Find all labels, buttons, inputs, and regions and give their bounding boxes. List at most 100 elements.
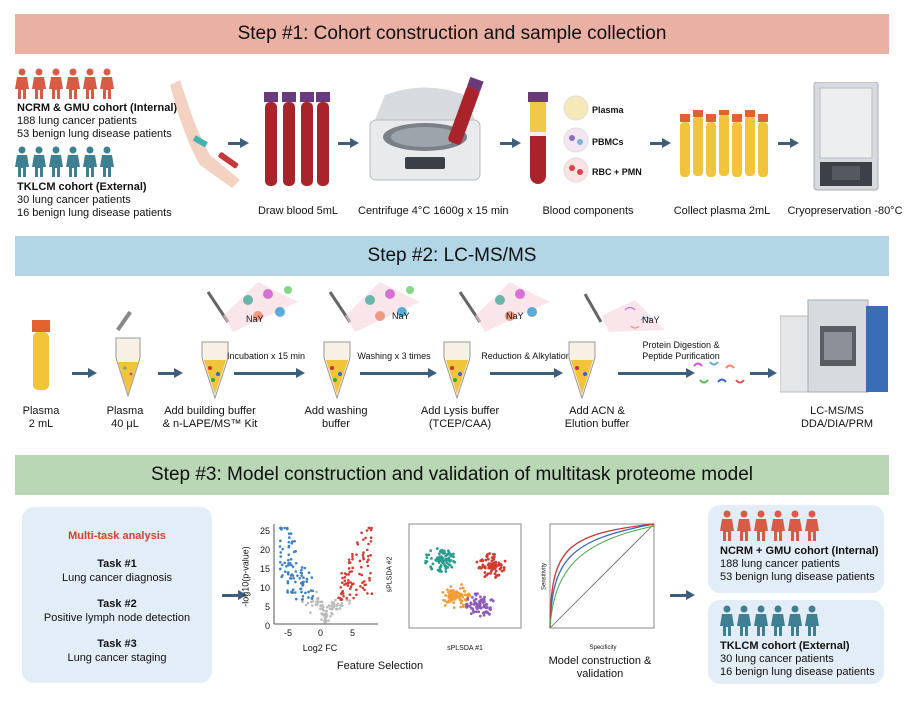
internal-cohort-people-icon <box>15 68 114 99</box>
volcano-point <box>293 539 296 543</box>
plsda-point <box>494 576 497 579</box>
task-3-title: Task #3 <box>97 638 137 650</box>
volcano-point <box>360 531 363 535</box>
volcano-point <box>315 597 319 600</box>
plsda-point <box>483 566 487 570</box>
plsda-point <box>497 573 501 577</box>
blood-components-icon <box>528 92 589 184</box>
volcano-point <box>322 608 325 612</box>
pbmcs-component-label: PBMCs <box>592 137 624 147</box>
digestion-line1: Protein Digestion & <box>642 340 720 350</box>
plsda-point <box>474 597 478 601</box>
plsda-xlabel: sPLSDA #1 <box>447 645 483 652</box>
volcano-point <box>362 557 366 561</box>
flow-arrow <box>234 368 305 378</box>
building-buffer-label: Add building buffer & n-LAPE/MS™ Kit <box>160 405 260 431</box>
plsda-point <box>497 561 501 565</box>
volcano-point <box>355 588 358 592</box>
plsda-point <box>452 559 455 563</box>
centrifuge-label: Centrifuge 4°C 1600g x 15 min <box>358 205 509 217</box>
volcano-point <box>348 599 351 602</box>
volcano-point <box>304 591 307 595</box>
volcano-point <box>362 538 365 541</box>
volcano-point <box>300 568 303 572</box>
external-cohort-line2: 16 benign lung disease patients <box>17 207 172 219</box>
plsda-ylabel: sPLSDA #2 <box>386 556 394 593</box>
plsda-point <box>477 610 481 614</box>
ytick: 10 <box>259 583 270 593</box>
volcano-point <box>351 566 354 570</box>
volcano-point <box>365 548 369 552</box>
plsda-point <box>469 601 473 605</box>
volcano-point <box>362 551 365 554</box>
plsda-point <box>442 549 446 553</box>
volcano-point <box>298 577 302 580</box>
volcano-point <box>338 607 342 610</box>
task-2: Task #2 Positive lymph node detection <box>22 597 212 625</box>
volcano-point <box>363 588 366 592</box>
plsda-point <box>479 598 483 602</box>
volcano-point <box>294 570 298 573</box>
volcano-point <box>369 553 372 557</box>
plsda-point <box>425 556 429 559</box>
nay-label-2: NaY <box>392 311 410 321</box>
lcms-label: LC-MS/MS DDA/DIA/PRM <box>792 405 882 431</box>
plsda-point <box>465 605 469 609</box>
plsda-point <box>492 552 495 556</box>
plasma-2ml-line2: 2 mL <box>28 418 54 430</box>
volcano-point <box>281 547 284 551</box>
plsda-point <box>469 612 473 616</box>
external-validation-text: TKLCM cohort (External) 30 lung cancer p… <box>720 640 875 679</box>
plsda-point <box>483 600 486 604</box>
volcano-point <box>334 607 338 611</box>
volcano-point <box>328 607 332 610</box>
volcano-point <box>323 620 327 624</box>
plasma-2ml-line1: Plasma <box>22 405 60 417</box>
plsda-point <box>430 556 433 560</box>
volcano-point <box>320 618 323 621</box>
volcano-point <box>348 570 352 574</box>
volcano-point <box>287 562 290 565</box>
plsda-point <box>473 600 477 604</box>
volcano-point <box>331 612 334 616</box>
plsda-point <box>444 594 448 597</box>
plsda-point <box>472 609 475 613</box>
volcano-point <box>307 571 311 574</box>
volcano-point <box>364 536 367 540</box>
plsda-point <box>489 569 493 573</box>
plsda-point <box>438 566 442 569</box>
volcano-point <box>287 544 291 548</box>
volcano-point <box>370 592 374 596</box>
plsda-point <box>447 599 451 603</box>
internal-cohort-text: NCRM & GMU cohort (Internal) 188 lung ca… <box>17 102 177 141</box>
nay-label-3: NaY <box>506 311 524 321</box>
plsda-point <box>444 570 448 573</box>
washing-buffer-label: Add washing buffer <box>296 405 376 431</box>
volcano-point <box>364 583 368 586</box>
plsda-point <box>451 552 455 556</box>
volcano-point <box>290 563 293 567</box>
volcano-point <box>366 564 370 568</box>
plsda-point <box>445 557 449 561</box>
plsda-point <box>502 568 506 572</box>
plsda-point <box>460 599 464 603</box>
internal-validation-line1: 188 lung cancer patients <box>720 558 840 570</box>
plsda-point <box>449 558 453 562</box>
volcano-point <box>305 577 309 581</box>
plsda-point <box>491 567 495 571</box>
plsda-point <box>436 568 440 572</box>
volcano-point <box>335 603 339 607</box>
step1-title: Step #1: Cohort construction and sample … <box>237 23 667 44</box>
volcano-point <box>343 583 346 586</box>
plsda-point <box>461 595 465 599</box>
volcano-point <box>315 600 318 603</box>
volcano-point <box>290 590 293 594</box>
plsda-point <box>487 566 491 570</box>
step2-banner: Step #2: LC-MS/MS <box>15 236 889 276</box>
plsda-point <box>485 554 489 558</box>
plsda-point <box>486 611 490 615</box>
plsda-point <box>477 604 481 608</box>
task-2-title: Task #2 <box>97 598 137 610</box>
internal-cohort-name: NCRM & GMU cohort (Internal) <box>17 102 178 114</box>
volcano-point <box>302 576 305 580</box>
